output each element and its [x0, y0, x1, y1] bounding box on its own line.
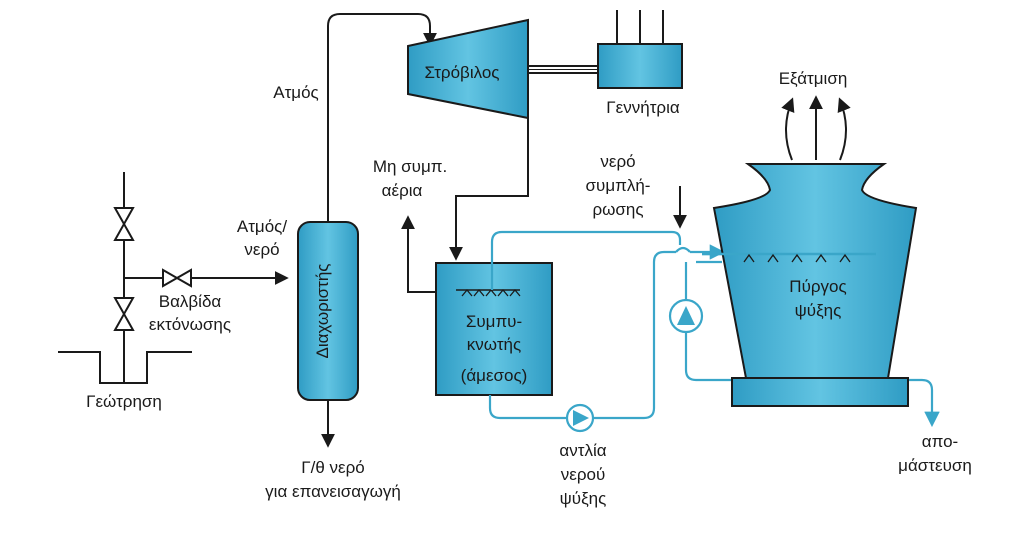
well: Γεώτρηση	[58, 172, 192, 411]
exhaust-steam-line	[449, 118, 529, 261]
turbine: Στρόβιλος	[407, 18, 529, 120]
expansion-valve	[162, 268, 192, 288]
valve-label-line2: εκτόνωσης	[149, 315, 231, 334]
tower-spray	[743, 253, 851, 263]
turbine-label: Στρόβιλος	[425, 63, 500, 82]
steam-label: Ατμός	[273, 83, 319, 102]
tower-basin	[731, 377, 909, 407]
condenser-label-line3: (άμεσος)	[461, 366, 528, 385]
ncg-label-line1: Μη συμπ.	[373, 157, 447, 176]
valve-label-line1: Βαλβίδα	[159, 292, 222, 311]
condenser: Συμπυ- κνωτής (άμεσος)	[435, 262, 553, 396]
reinjection-label-line2: για επανεισαγωγή	[265, 482, 401, 501]
expansion-valve-line: Βαλβίδα εκτόνωσης Ατμός/ νερό	[124, 217, 289, 334]
reinjection-label-line1: Γ/θ νερό	[301, 458, 364, 477]
pump-label-line1: αντλία	[559, 441, 606, 460]
pump-label-line3: ψύξης	[560, 489, 607, 508]
makeup-label-line1: νερό	[600, 152, 635, 171]
wellhead-valve-bottom	[113, 297, 135, 331]
exhaust-label: Εξάτμιση	[779, 69, 848, 88]
tower-label-line1: Πύργος	[789, 277, 846, 296]
makeup-label-line2: συμπλή-	[586, 176, 651, 195]
makeup-water: νερό συμπλή- ρωσης	[586, 152, 687, 229]
steam-water-label-line1: Ατμός/	[237, 217, 287, 236]
pump-label-line2: νερού	[561, 465, 606, 484]
cooling-tower: Πύργος ψύξης	[702, 163, 918, 407]
condenser-label-line2: κνωτής	[467, 335, 521, 354]
well-label: Γεώτρηση	[86, 392, 162, 411]
generator: Γεννήτρια	[527, 10, 683, 117]
tower-pump	[668, 298, 704, 334]
separator-label: Διαχωριστής	[313, 263, 332, 358]
wellhead-valve-top	[113, 207, 135, 241]
makeup-label-line3: ρωσης	[592, 200, 643, 219]
steam-line: Ατμός	[273, 13, 437, 222]
ncg-line: Μη συμπ. αέρια	[373, 157, 447, 293]
tower-label-line2: ψύξης	[795, 301, 842, 320]
evaporation-arrows	[781, 95, 851, 161]
blowdown-label-line1: απο-	[922, 432, 958, 451]
blowdown-label-line2: μάστευση	[898, 456, 972, 475]
steam-water-label-line2: νερό	[244, 240, 279, 259]
cooling-water-pump: αντλία νερού ψύξης	[559, 403, 607, 508]
separator: Διαχωριστής Γ/θ νερό για επανεισαγωγή	[265, 221, 401, 501]
condenser-label-line1: Συμπυ-	[466, 312, 522, 331]
cooling-water-loop	[488, 230, 940, 428]
generator-label: Γεννήτρια	[606, 98, 680, 117]
ncg-label-line2: αέρια	[382, 181, 423, 200]
